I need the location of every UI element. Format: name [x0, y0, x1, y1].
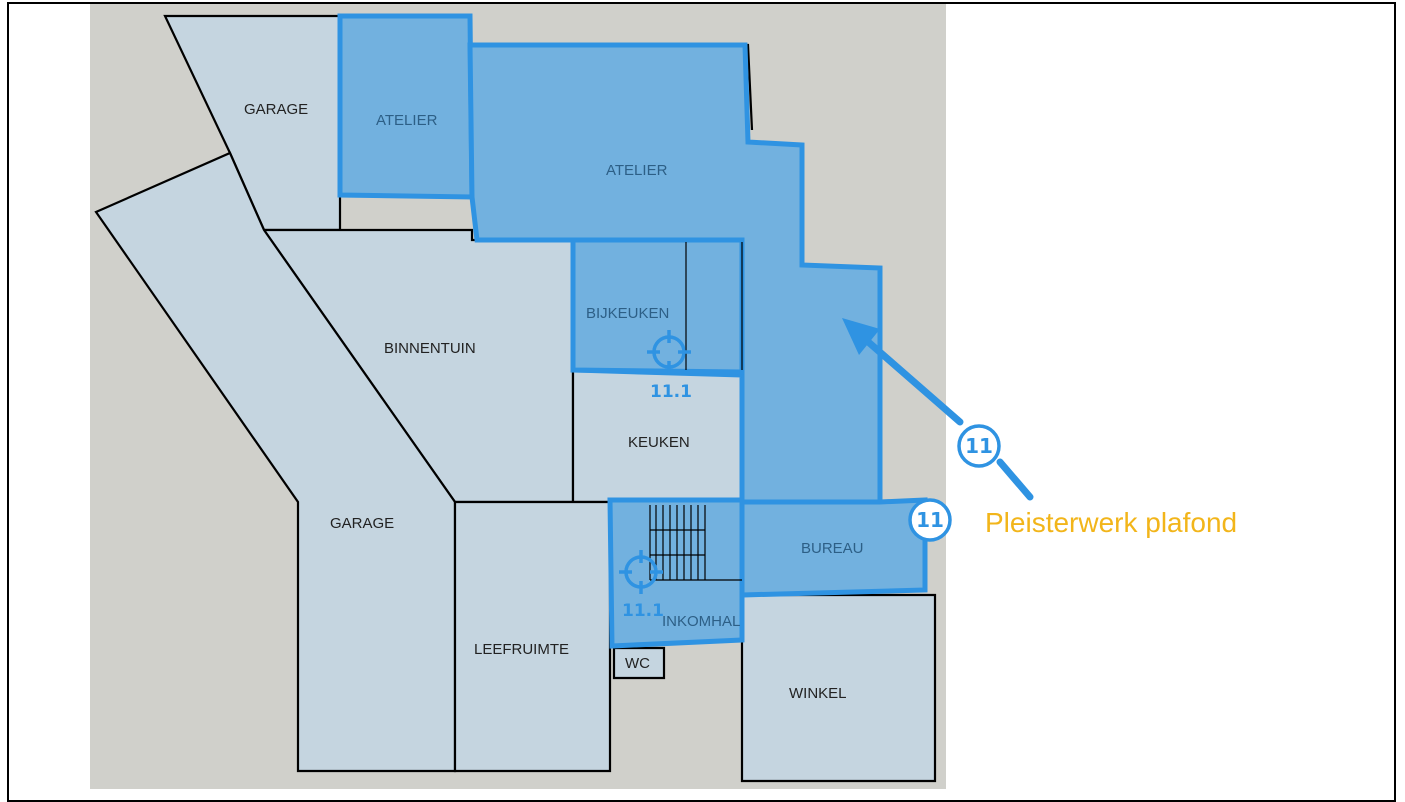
room-label-atelier-small: ATELIER	[376, 112, 438, 129]
leader-arrow	[842, 318, 1034, 501]
room-winkel	[740, 593, 937, 783]
room-label-binnentuin: BINNENTUIN	[384, 340, 476, 357]
room-label-bureau: BUREAU	[801, 540, 864, 557]
crosshair-icon	[619, 550, 663, 594]
room-label-keuken: KEUKEN	[628, 434, 690, 451]
zone-atelier-small	[337, 13, 475, 200]
room-label-inkomhal: INKOMHAL	[662, 613, 740, 630]
svg-text:11: 11	[965, 434, 993, 458]
number-badge-legend: 11	[908, 498, 952, 542]
marker-label-bijkeuken: 11.1	[650, 382, 692, 402]
room-label-garage-bottom: GARAGE	[330, 515, 394, 532]
zone-bijkeuken	[570, 237, 745, 375]
room-label-atelier-large: ATELIER	[606, 162, 668, 179]
room-label-garage-top: GARAGE	[244, 101, 308, 118]
crosshair-icon	[647, 330, 691, 374]
room-label-leefruimte: LEEFRUIMTE	[474, 641, 569, 658]
room-leefruimte	[453, 500, 612, 773]
stairs	[649, 505, 742, 581]
room-label-winkel: WINKEL	[789, 685, 847, 702]
room-wc	[612, 646, 666, 680]
number-badge-arrow: 11	[957, 424, 1001, 468]
zone-inkomhal	[607, 497, 745, 649]
legend-text: Pleisterwerk plafond	[985, 507, 1237, 538]
marker-label-inkomhal: 11.1	[622, 601, 664, 621]
svg-text:11: 11	[916, 508, 944, 532]
room-label-wc: WC	[625, 655, 650, 672]
room-label-bijkeuken: BIJKEUKEN	[586, 305, 669, 322]
